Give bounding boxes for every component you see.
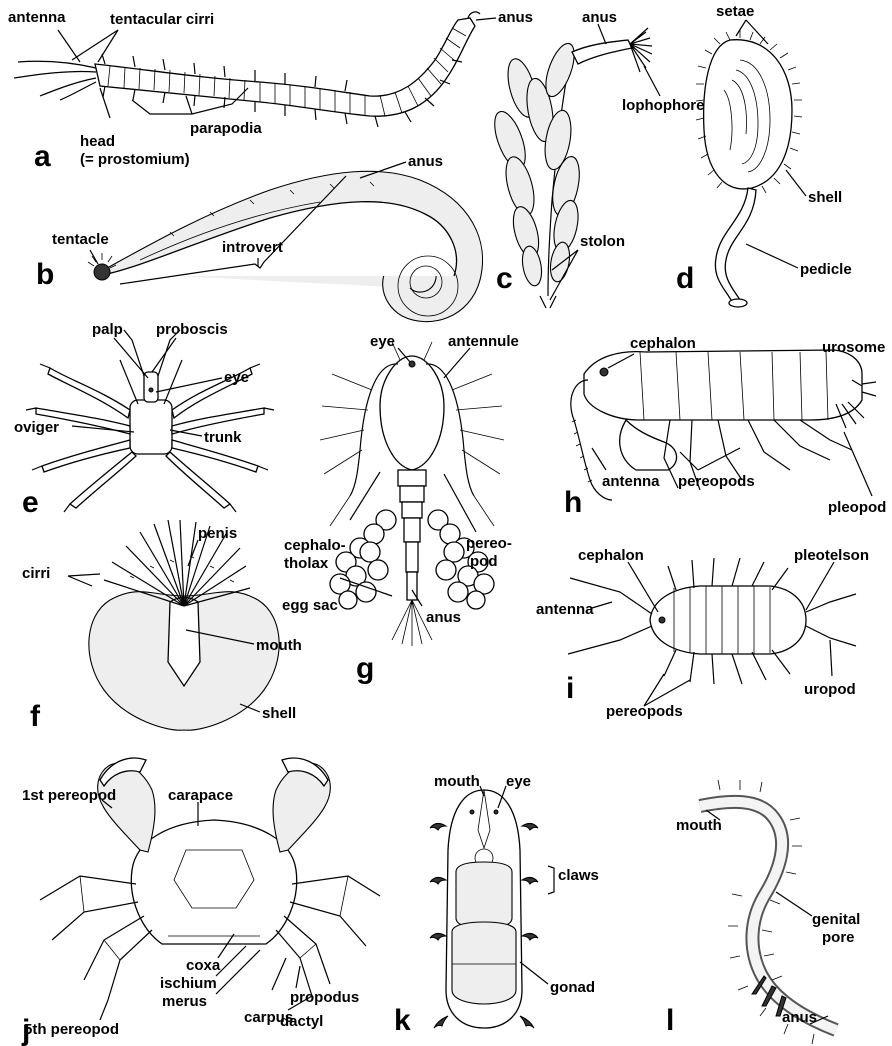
panel-letter-l: l bbox=[666, 1004, 674, 1037]
label-e-trunk: trunk bbox=[204, 429, 242, 446]
label-l-genital-line1: genital bbox=[812, 911, 860, 928]
panel-letter-i: i bbox=[566, 672, 574, 705]
panel-f-barnacle bbox=[89, 520, 279, 730]
label-f-penis: penis bbox=[198, 525, 237, 542]
label-a-anus: anus bbox=[498, 9, 533, 26]
label-b-tentacle: tentacle bbox=[52, 231, 109, 248]
label-e-oviger: oviger bbox=[14, 419, 59, 436]
label-h-cephalon: cephalon bbox=[630, 335, 696, 352]
label-b-introvert: introvert bbox=[222, 239, 283, 256]
label-k-mouth: mouth bbox=[434, 773, 480, 790]
panel-letter-d: d bbox=[676, 262, 694, 295]
label-d-pedicle: pedicle bbox=[800, 261, 852, 278]
label-b-anus: anus bbox=[408, 153, 443, 170]
label-e-eye: eye bbox=[224, 369, 249, 386]
label-j-merus: merus bbox=[162, 993, 207, 1010]
label-a-parapodia: parapodia bbox=[190, 120, 262, 137]
label-l-mouth: mouth bbox=[676, 817, 722, 834]
label-f-mouth: mouth bbox=[256, 637, 302, 654]
label-a-antenna: antenna bbox=[8, 9, 66, 26]
label-j-propodus: propodus bbox=[290, 989, 359, 1006]
panel-d-brachiopod bbox=[696, 29, 802, 307]
label-a-head: head bbox=[80, 133, 115, 150]
panel-e-pycnogonid bbox=[26, 330, 274, 512]
label-e-palp: palp bbox=[92, 321, 123, 338]
label-j-coxa: coxa bbox=[186, 957, 221, 974]
label-d-shell: shell bbox=[808, 189, 842, 206]
panel-letter-k: k bbox=[394, 1004, 411, 1037]
label-l-anus: anus bbox=[782, 1009, 817, 1026]
label-j-1st-pereopod: 1st pereopod bbox=[22, 787, 116, 804]
label-f-shell: shell bbox=[262, 705, 296, 722]
label-g-anus: anus bbox=[426, 609, 461, 626]
label-a-prostomium: (= prostomium) bbox=[80, 151, 190, 168]
label-l-genital-line2: pore bbox=[822, 929, 855, 946]
panel-b-priapulid bbox=[88, 171, 483, 321]
panel-letter-c: c bbox=[496, 262, 513, 295]
label-h-pereopods: pereopods bbox=[678, 473, 755, 490]
label-k-eye: eye bbox=[506, 773, 531, 790]
panel-letter-h: h bbox=[564, 486, 582, 519]
panel-a-polychaete bbox=[14, 12, 480, 127]
label-j-dactyl: dactyl bbox=[280, 1013, 323, 1030]
label-g-cephalothorax-line2: tholax bbox=[284, 555, 329, 572]
panel-letter-b: b bbox=[36, 258, 54, 291]
label-i-antenna: antenna bbox=[536, 601, 594, 618]
label-j-5th-pereopod: 5th pereopod bbox=[24, 1021, 119, 1038]
label-i-uropod: uropod bbox=[804, 681, 856, 698]
panel-k-tardigrade bbox=[430, 790, 538, 1028]
label-j-ischium: ischium bbox=[160, 975, 217, 992]
label-g-antennule: antennule bbox=[448, 333, 519, 350]
label-i-cephalon: cephalon bbox=[578, 547, 644, 564]
label-i-pleotelson: pleotelson bbox=[794, 547, 869, 564]
label-e-proboscis: proboscis bbox=[156, 321, 228, 338]
label-i-pereopods: pereopods bbox=[606, 703, 683, 720]
label-g-cephalothorax-line1: cephalo- bbox=[284, 537, 346, 554]
panel-letter-f: f bbox=[30, 700, 41, 733]
label-g-eye: eye bbox=[370, 333, 395, 350]
label-k-claws: claws bbox=[558, 867, 599, 884]
label-c-lophophore: lophophore bbox=[622, 97, 705, 114]
panel-letter-a: a bbox=[34, 140, 51, 173]
label-g-egg-sac: egg sac bbox=[282, 597, 338, 614]
panel-letter-j: j bbox=[21, 1014, 30, 1046]
panel-g-copepod bbox=[320, 342, 504, 646]
label-f-cirri: cirri bbox=[22, 565, 50, 582]
label-a-tentacular-cirri: tentacular cirri bbox=[110, 11, 214, 28]
panel-i-isopod bbox=[568, 558, 856, 684]
label-k-gonad: gonad bbox=[550, 979, 595, 996]
panel-letter-g: g bbox=[356, 652, 374, 685]
panel-letter-e: e bbox=[22, 486, 39, 519]
label-g-pereopod-line1: pereo- bbox=[466, 535, 512, 552]
label-j-carapace: carapace bbox=[168, 787, 233, 804]
label-d-setae: setae bbox=[716, 3, 754, 20]
label-c-stolon: stolon bbox=[580, 233, 625, 250]
label-h-pleopod: pleopod bbox=[828, 499, 886, 516]
label-c-anus: anus bbox=[582, 9, 617, 26]
panel-c-colony bbox=[488, 28, 652, 308]
label-h-antenna: antenna bbox=[602, 473, 660, 490]
label-h-urosome: urosome bbox=[822, 339, 885, 356]
label-g-pereopod-line2: pod bbox=[470, 553, 498, 570]
